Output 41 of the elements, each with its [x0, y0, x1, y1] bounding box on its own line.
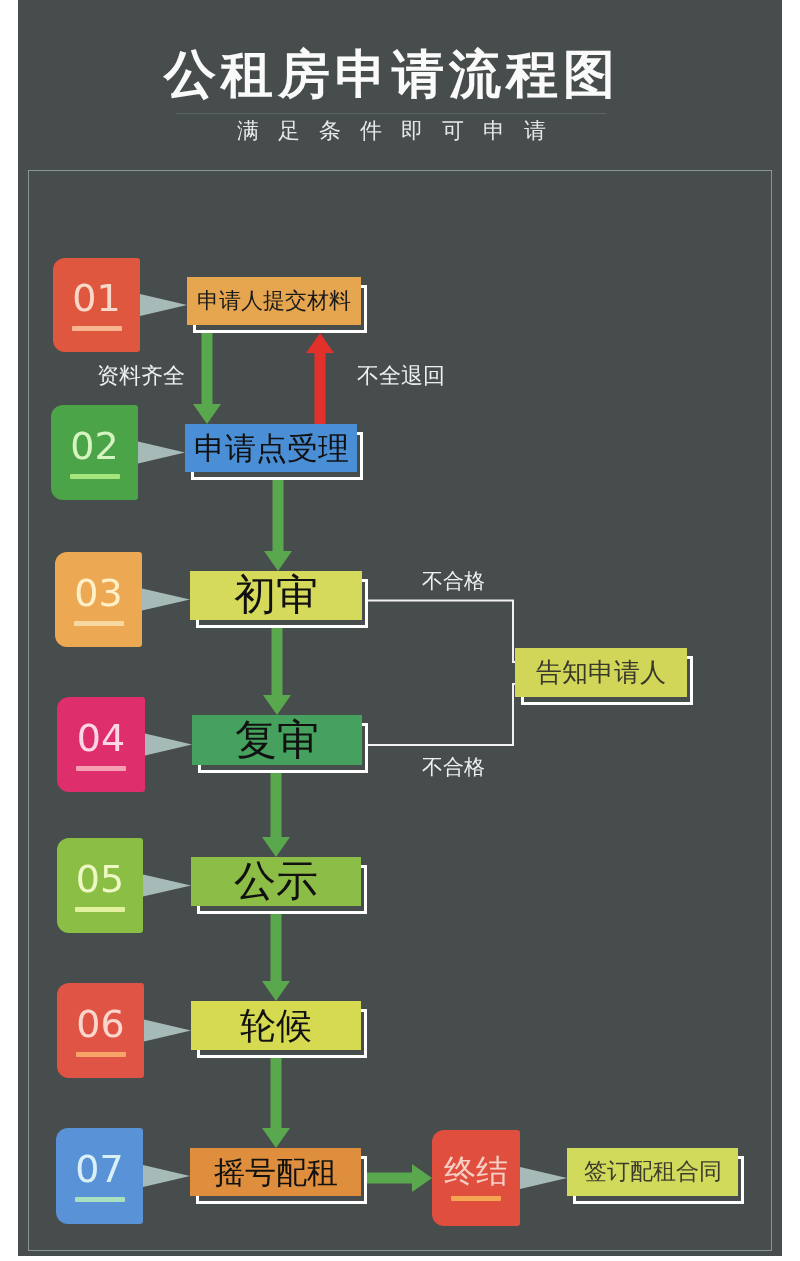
arrow [262, 914, 290, 1001]
triangle-arrow [143, 1019, 192, 1042]
triangle-arrow [139, 294, 188, 316]
process-box: 公示 [191, 857, 367, 914]
subtitle: 满足条件即可申请 [237, 117, 565, 145]
number-badge: 03 [55, 552, 142, 647]
triangle-arrow [142, 1165, 191, 1187]
edge-label: 不合格 [421, 569, 485, 595]
arrow [306, 333, 334, 424]
edge-label: 资料齐全 [97, 362, 185, 390]
number-badge: 07 [56, 1128, 143, 1224]
process-box: 申请点受理 [185, 424, 363, 480]
arrow [367, 1164, 432, 1192]
number-badge: 04 [57, 697, 145, 792]
arrow [264, 480, 292, 571]
number-badge: 05 [57, 838, 143, 933]
process-box: 初审 [190, 571, 368, 628]
arrow [263, 628, 291, 715]
number-badge: 01 [53, 258, 140, 352]
connector-line [367, 683, 516, 746]
process-box: 复审 [192, 715, 368, 773]
triangle-arrow [141, 588, 191, 611]
triangle-arrow [144, 733, 193, 756]
title: 公租房申请流程图 [164, 45, 620, 105]
process-box: 申请人提交材料 [187, 277, 367, 333]
triangle-arrow [137, 441, 186, 464]
triangle-arrow [519, 1167, 568, 1189]
end-badge: 终结 [432, 1130, 520, 1226]
edge-label: 不合格 [421, 755, 485, 781]
triangle-arrow [142, 874, 192, 897]
process-box: 告知申请人 [515, 648, 693, 705]
number-badge: 06 [57, 983, 144, 1078]
process-box: 签订配租合同 [567, 1148, 744, 1204]
process-box: 轮候 [191, 1001, 367, 1058]
arrow [193, 333, 221, 424]
edge-label: 不全退回 [357, 362, 445, 390]
process-box: 摇号配租 [190, 1148, 367, 1204]
connector-line [367, 599, 516, 663]
number-badge: 02 [51, 405, 138, 500]
arrow [262, 1058, 290, 1148]
arrow [262, 773, 290, 857]
